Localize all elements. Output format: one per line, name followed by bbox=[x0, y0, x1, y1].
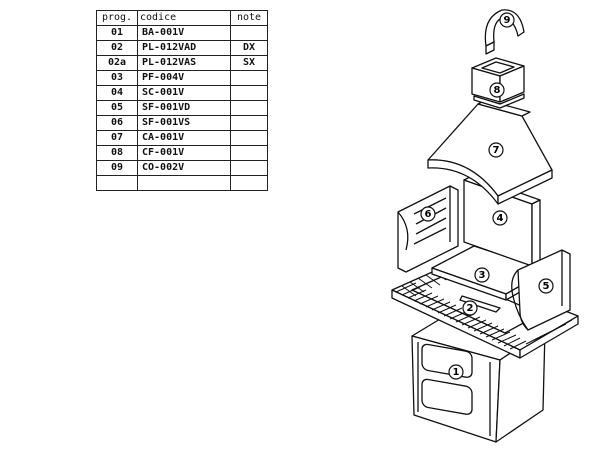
part-8-flue-collar bbox=[471, 57, 525, 109]
callout-number: 7 bbox=[493, 145, 500, 156]
callout-number: 3 bbox=[479, 270, 486, 281]
callout-6: 6 bbox=[420, 206, 436, 222]
callout-circle bbox=[489, 82, 505, 98]
callout-3: 3 bbox=[474, 267, 490, 283]
callout-number: 8 bbox=[494, 85, 501, 96]
table-header-row: prog. codice note bbox=[96, 10, 268, 26]
callout-group: 1 2 3 4 5 6 7 8 9 bbox=[420, 12, 554, 380]
callout-circle bbox=[448, 364, 464, 380]
callout-circle bbox=[499, 12, 515, 28]
callout-number: 1 bbox=[453, 367, 460, 378]
callout-circle bbox=[420, 206, 436, 222]
callout-4: 4 bbox=[492, 210, 508, 226]
callout-1: 1 bbox=[448, 364, 464, 380]
callout-7: 7 bbox=[488, 142, 504, 158]
callout-circle bbox=[492, 210, 508, 226]
callout-number: 2 bbox=[467, 303, 474, 314]
callout-9: 9 bbox=[499, 12, 515, 28]
callout-number: 9 bbox=[504, 15, 511, 26]
callout-circle bbox=[462, 300, 478, 316]
callout-8: 8 bbox=[489, 82, 505, 98]
callout-circle bbox=[538, 278, 554, 294]
callout-circle bbox=[488, 142, 504, 158]
callout-number: 4 bbox=[497, 213, 504, 224]
part-6-left-wall bbox=[397, 185, 459, 273]
callout-number: 5 bbox=[543, 281, 550, 292]
callout-2: 2 bbox=[462, 300, 478, 316]
callout-number: 6 bbox=[425, 209, 432, 220]
cell-note bbox=[230, 175, 268, 191]
callout-5: 5 bbox=[538, 278, 554, 294]
callout-circle bbox=[474, 267, 490, 283]
table-row bbox=[96, 175, 268, 191]
